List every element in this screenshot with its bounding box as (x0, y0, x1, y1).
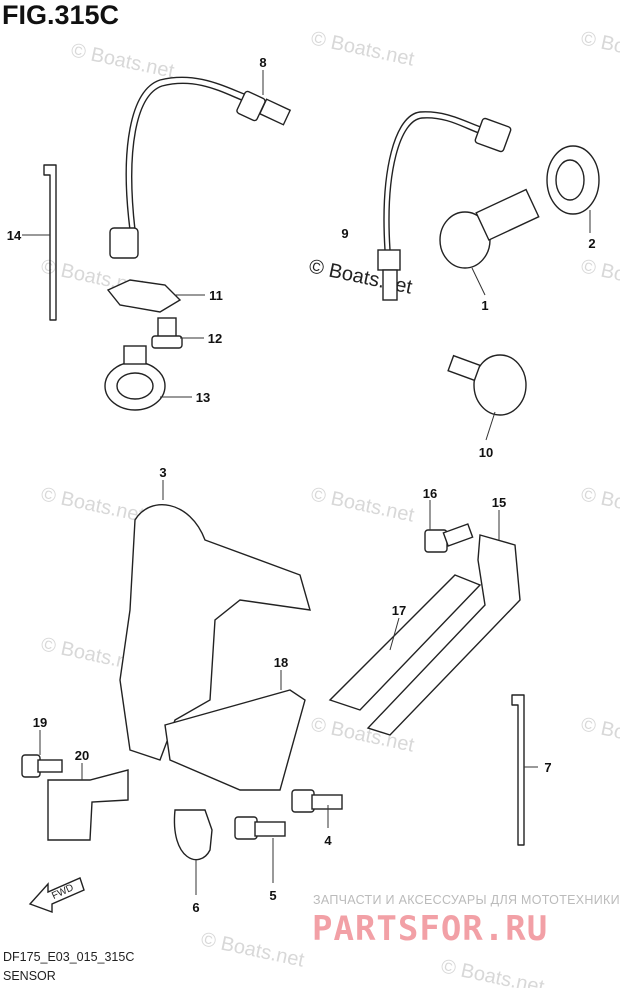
part-13-clip (104, 345, 166, 411)
part-3-bracket (119, 504, 311, 761)
callout-2: 2 (588, 236, 595, 251)
callout-6: 6 (192, 900, 199, 915)
callouts: 1 2 3 4 5 6 7 8 9 10 11 12 13 14 15 16 1… (7, 55, 596, 915)
part-4-bolt (291, 789, 343, 813)
watermark: © Boats.net (579, 483, 620, 526)
watermark: © Boats.net (579, 713, 620, 756)
callout-5: 5 (269, 888, 276, 903)
figure-title: FIG.315C (2, 0, 120, 30)
watermark: © Boats.net (309, 483, 417, 526)
figure-code: DF175_E03_015_315C (3, 950, 135, 964)
callout-11: 11 (209, 288, 223, 303)
watermark: © Boats.net (579, 27, 620, 70)
part-12-bolt (151, 317, 183, 349)
callout-7: 7 (544, 760, 551, 775)
watermark: © Boats.net (439, 955, 547, 988)
leader-lines (22, 70, 591, 895)
figure-caption: SENSOR (3, 969, 56, 983)
callout-15: 15 (492, 495, 506, 510)
part-1-sensor (439, 188, 540, 269)
part-8-sensor-harness (109, 76, 292, 259)
callout-1: 1 (481, 298, 488, 313)
callout-16: 16 (423, 486, 437, 501)
part-6-clamp (173, 809, 213, 861)
part-16-bolt (424, 523, 474, 553)
watermark: © Boats.net (69, 39, 177, 82)
callout-3: 3 (159, 465, 166, 480)
callout-17: 17 (392, 603, 406, 618)
callout-20: 20 (75, 748, 89, 763)
callout-8: 8 (259, 55, 266, 70)
watermark: © Boats.net (199, 928, 307, 971)
watermark: © Boats.net (579, 255, 620, 298)
part-11-clamp (106, 279, 182, 313)
part-14-cable-tie (43, 164, 57, 321)
part-10-sensor (447, 354, 527, 416)
callout-19: 19 (33, 715, 47, 730)
callout-14: 14 (7, 228, 22, 243)
callout-4: 4 (324, 833, 332, 848)
part-5-bolt (234, 816, 286, 840)
callout-9: 9 (341, 226, 348, 241)
callout-18: 18 (274, 655, 288, 670)
promo-tagline: ЗАПЧАСТИ И АКСЕССУАРЫ ДЛЯ МОТОТЕХНИКИ (313, 893, 620, 907)
promo-logo: PARTSFOR.RU (312, 909, 549, 949)
watermark: © Boats.net (39, 483, 147, 526)
part-20-clamp (47, 769, 129, 841)
callout-12: 12 (208, 331, 222, 346)
part-19-bolt (21, 754, 63, 778)
part-18-plate (164, 689, 306, 791)
callout-10: 10 (479, 445, 493, 460)
part-2-grommet (546, 145, 600, 215)
part-9-sensor-harness (377, 111, 512, 301)
fwd-arrow: FWD (28, 877, 85, 913)
part-7-cable-tie (511, 694, 525, 846)
watermark: © Boats.net (309, 27, 417, 70)
part-15-stay (366, 534, 521, 736)
part-17-stay (328, 574, 482, 711)
callout-13: 13 (196, 390, 210, 405)
